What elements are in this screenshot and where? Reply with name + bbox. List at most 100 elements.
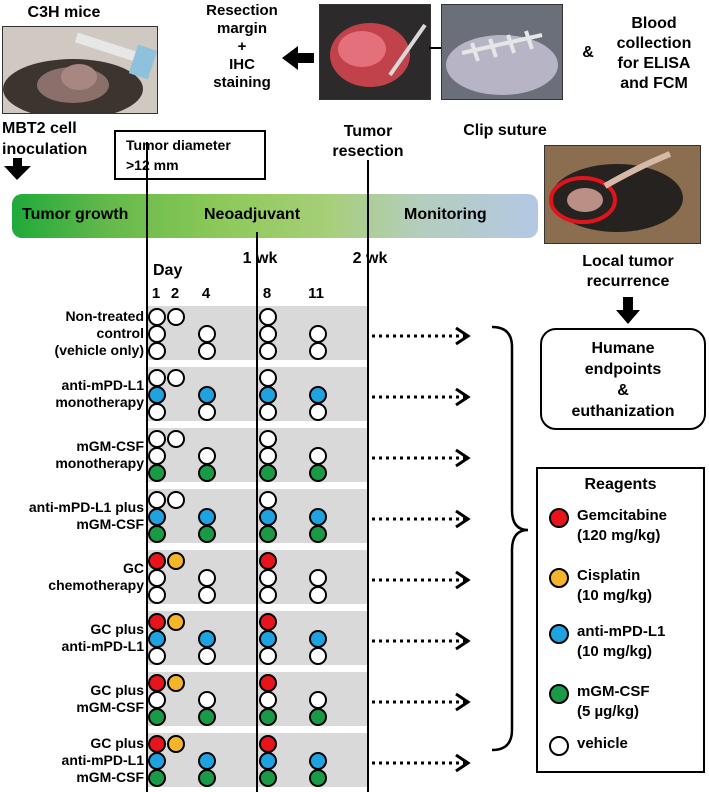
legend-gemcitabine-label: Gemcitabine(120 mg/kg) (577, 507, 668, 544)
vehicle-dose-dot (198, 325, 216, 343)
vehicle-dose-dot (198, 586, 216, 604)
gmcsf-dose-dot (198, 708, 216, 726)
tumor-diameter-box: Tumor diameter>12 mm (114, 130, 266, 180)
antipdl1-dose-dot (259, 630, 277, 648)
cisplatin-dose-dot (167, 674, 185, 692)
gmcsf-dose-dot (309, 464, 327, 482)
dotted-arrow-icon (372, 326, 471, 346)
tumor-resection-photo (319, 4, 431, 100)
vehicle-dose-dot (259, 491, 277, 509)
gmcsf-dose-dot (309, 525, 327, 543)
antipdl1-dose-dot (309, 386, 327, 404)
vehicle-dose-dot (198, 342, 216, 360)
vehicle-dose-dot (167, 491, 185, 509)
vehicle-dose-dot (259, 691, 277, 709)
vehicle-dose-dot (309, 569, 327, 587)
vehicle-dose-dot (148, 342, 166, 360)
gmcsf-dose-dot (309, 769, 327, 787)
timeline-band (12, 194, 538, 238)
vehicle-dose-dot (198, 403, 216, 421)
legend-gmcsf-dot (549, 684, 569, 704)
clip-suture-photo (441, 4, 563, 100)
vehicle-dose-dot (148, 586, 166, 604)
vehicle-dose-dot (148, 691, 166, 709)
dotted-arrow-icon (372, 631, 471, 651)
gmcsf-dose-dot (148, 525, 166, 543)
phase-neoadjuvant: Neoadjuvant (204, 206, 301, 223)
cisplatin-dose-dot (167, 552, 185, 570)
gemcitabine-dose-dot (259, 613, 277, 631)
vehicle-dose-dot (259, 342, 277, 360)
vehicle-dose-dot (259, 430, 277, 448)
day-11: 11 (308, 285, 324, 302)
day-2: 2 (170, 285, 180, 302)
legend-antipdl1-dot (549, 624, 569, 644)
antipdl1-dose-dot (148, 752, 166, 770)
vehicle-dose-dot (259, 308, 277, 326)
vehicle-dose-dot (259, 403, 277, 421)
antipdl1-dose-dot (148, 508, 166, 526)
dotted-arrow-icon (372, 448, 471, 468)
antipdl1-dose-dot (198, 752, 216, 770)
line-day1 (146, 142, 148, 792)
vehicle-dose-dot (148, 491, 166, 509)
day-8: 8 (262, 285, 272, 302)
antipdl1-dose-dot (148, 386, 166, 404)
vehicle-dose-dot (309, 447, 327, 465)
vehicle-dose-dot (309, 586, 327, 604)
antipdl1-dose-dot (309, 630, 327, 648)
left-arrow-icon (282, 46, 314, 70)
antipdl1-dose-dot (198, 386, 216, 404)
gmcsf-dose-dot (259, 525, 277, 543)
day-label: Day (153, 262, 183, 279)
mark-2wk: 2 wk (352, 250, 388, 267)
gmcsf-dose-dot (148, 708, 166, 726)
line-1wk (256, 232, 258, 792)
vehicle-dose-dot (198, 447, 216, 465)
legend-vehicle-label: vehicle (577, 735, 628, 752)
line-2wk (367, 160, 369, 792)
ampersand-label: & (582, 44, 594, 61)
antipdl1-dose-dot (198, 630, 216, 648)
vehicle-dose-dot (167, 308, 185, 326)
antipdl1-dose-dot (259, 508, 277, 526)
gemcitabine-dose-dot (148, 552, 166, 570)
recurrence-down-arrow-icon (616, 297, 640, 324)
group-bracket (491, 325, 529, 752)
gmcsf-dose-dot (198, 769, 216, 787)
vehicle-dose-dot (148, 308, 166, 326)
antipdl1-dose-dot (148, 630, 166, 648)
vehicle-dose-dot (148, 447, 166, 465)
vehicle-dose-dot (309, 403, 327, 421)
dotted-arrow-icon (372, 509, 471, 529)
local-recurrence-photo (544, 145, 701, 244)
vehicle-dose-dot (148, 403, 166, 421)
dotted-arrow-icon (372, 387, 471, 407)
vehicle-dose-dot (148, 369, 166, 387)
vehicle-dose-dot (198, 647, 216, 665)
cisplatin-dose-dot (167, 613, 185, 631)
legend-gemcitabine-dot (549, 508, 569, 528)
gmcsf-dose-dot (148, 769, 166, 787)
inoculation-down-arrow-icon (4, 158, 31, 180)
legend-vehicle-dot (549, 736, 569, 756)
vehicle-dose-dot (259, 647, 277, 665)
legend-cisplatin-label: Cisplatin(10 mg/kg) (577, 567, 653, 604)
gmcsf-dose-dot (259, 769, 277, 787)
dotted-arrow-icon (372, 570, 471, 590)
gmcsf-dose-dot (259, 464, 277, 482)
c3h-mouse-photo (2, 26, 158, 114)
vehicle-dose-dot (198, 569, 216, 587)
gmcsf-dose-dot (148, 464, 166, 482)
vehicle-dose-dot (309, 342, 327, 360)
vehicle-dose-dot (198, 691, 216, 709)
vehicle-dose-dot (148, 325, 166, 343)
antipdl1-dose-dot (309, 508, 327, 526)
vehicle-dose-dot (259, 569, 277, 587)
antipdl1-dose-dot (198, 508, 216, 526)
gemcitabine-dose-dot (259, 552, 277, 570)
